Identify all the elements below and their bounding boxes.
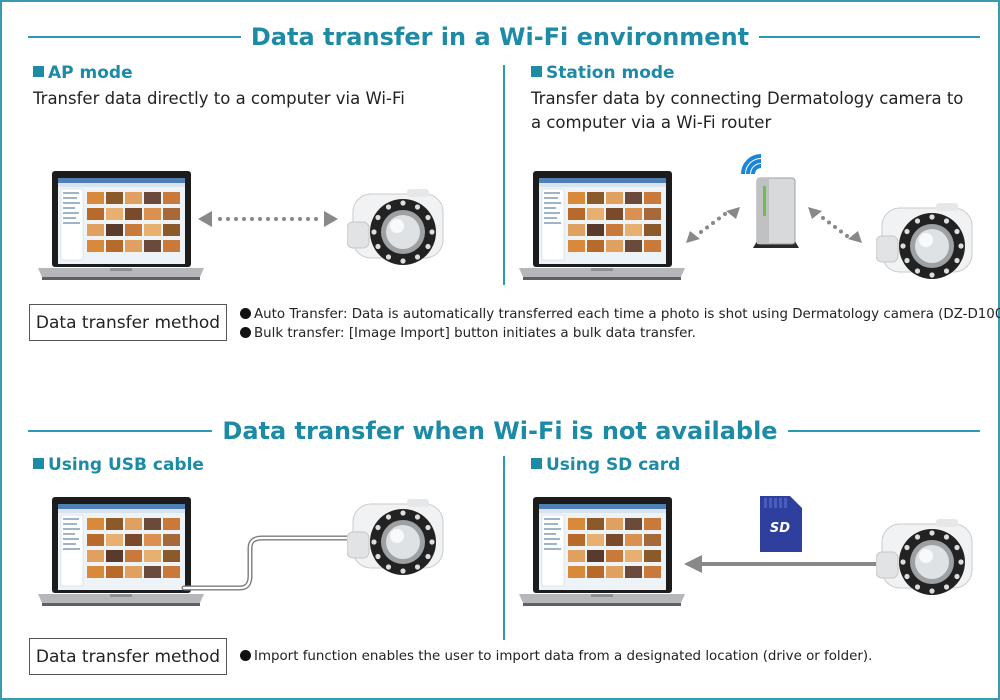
camera-icon bbox=[876, 200, 976, 282]
laptop-icon bbox=[517, 496, 687, 608]
title-rule-right bbox=[728, 36, 980, 38]
bullet-dot-icon bbox=[240, 308, 251, 319]
camera-icon bbox=[876, 516, 976, 598]
note-item: Import function enables the user to impo… bbox=[240, 647, 872, 666]
station-mode-description: Transfer data by connecting Dermatology … bbox=[531, 89, 964, 132]
no-wifi-section-title: Data transfer when Wi-Fi is not availabl… bbox=[212, 417, 788, 445]
square-bullet-icon bbox=[33, 66, 44, 77]
note-text: Import function enables the user to impo… bbox=[254, 649, 873, 664]
square-bullet-icon bbox=[531, 458, 542, 469]
title-rule-right bbox=[762, 430, 980, 432]
usb-cable-icon bbox=[181, 535, 351, 591]
laptop-icon bbox=[36, 170, 206, 282]
ap-mode-description: Transfer data directly to a computer via… bbox=[33, 89, 405, 108]
wifi-router-icon bbox=[741, 154, 799, 248]
title-rule-left bbox=[28, 36, 272, 38]
wifi-section-title: Data transfer in a Wi-Fi environment bbox=[240, 23, 760, 51]
camera-icon bbox=[347, 496, 447, 578]
wifi-section-header: Data transfer in a Wi-Fi environment bbox=[0, 20, 1000, 54]
section-divider-bottom bbox=[503, 456, 505, 640]
usb-heading: Using USB cable bbox=[33, 455, 204, 475]
camera-icon bbox=[347, 186, 447, 268]
bidirectional-arrow-icon bbox=[686, 207, 740, 243]
ap-mode-label: AP mode bbox=[48, 63, 133, 83]
note-item: Auto Transfer: Data is automatically tra… bbox=[240, 305, 1000, 324]
no-wifi-section-header: Data transfer when Wi-Fi is not availabl… bbox=[0, 414, 1000, 448]
station-mode-label: Station mode bbox=[546, 63, 675, 83]
sd-card-icon: SD bbox=[760, 496, 802, 552]
square-bullet-icon bbox=[33, 458, 44, 469]
note-text: Bulk transfer: [Image Import] button ini… bbox=[254, 326, 696, 341]
square-bullet-icon bbox=[531, 66, 542, 77]
bullet-dot-icon bbox=[240, 650, 251, 661]
ap-mode-heading: AP mode bbox=[33, 63, 133, 83]
section-divider-top bbox=[503, 65, 505, 285]
import-note: Import function enables the user to impo… bbox=[240, 647, 872, 666]
bidirectional-arrow-icon bbox=[198, 211, 338, 227]
data-transfer-method-label: Data transfer method bbox=[29, 638, 227, 675]
title-rule-left bbox=[28, 430, 266, 432]
sd-label: Using SD card bbox=[546, 455, 681, 475]
note-text: Auto Transfer: Data is automatically tra… bbox=[254, 307, 1000, 322]
sd-heading: Using SD card bbox=[531, 455, 680, 475]
data-transfer-method-label: Data transfer method bbox=[29, 304, 227, 341]
station-mode-heading: Station mode bbox=[531, 63, 675, 83]
note-item: Bulk transfer: [Image Import] button ini… bbox=[240, 324, 1000, 343]
sd-card-logo: SD bbox=[770, 521, 790, 536]
bullet-dot-icon bbox=[240, 327, 251, 338]
transfer-notes: Auto Transfer: Data is automatically tra… bbox=[240, 305, 1000, 343]
bidirectional-arrow-icon bbox=[808, 207, 862, 243]
laptop-icon bbox=[517, 170, 687, 282]
arrow-left-icon bbox=[684, 555, 880, 573]
usb-label: Using USB cable bbox=[48, 455, 204, 475]
